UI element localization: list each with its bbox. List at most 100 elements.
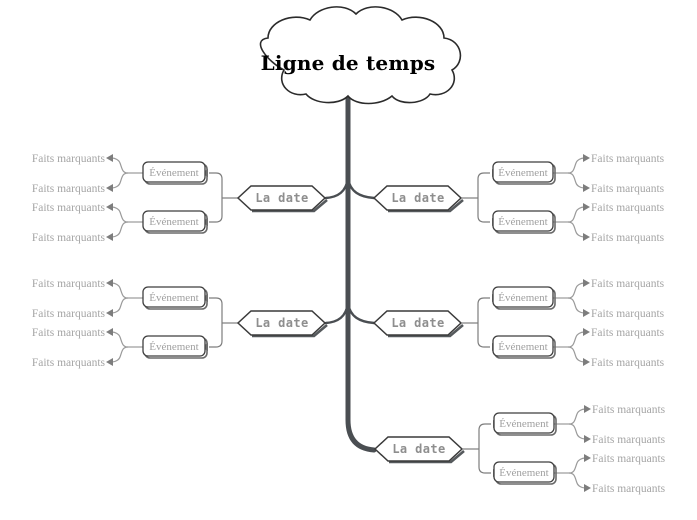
event-node-1r-a[interactable]: Événement xyxy=(492,161,556,185)
date-label-2l: La date xyxy=(255,316,308,330)
event-label-2r-b: Événement xyxy=(498,341,547,353)
date-hex-shadow-1r xyxy=(388,199,464,213)
fact-curve-3r-b2 xyxy=(568,472,586,489)
fact-curve-2l-a2 xyxy=(111,297,129,314)
event-label-2r-a: Événement xyxy=(498,292,547,304)
arrow-icon-2l-b2 xyxy=(106,358,113,366)
arrow-icon-1r-b1 xyxy=(583,203,590,211)
elbow-1l-b xyxy=(209,198,223,223)
fact-curve-3r-b1 xyxy=(568,457,586,474)
fact-label-2r-a1: Faits marquants xyxy=(591,278,665,290)
elbow-1r-a xyxy=(477,172,490,198)
date-hex-2l xyxy=(236,310,327,336)
event-box-3r-b xyxy=(493,461,555,483)
elbow-2r-a xyxy=(477,297,490,323)
arrow-icon-2l-b1 xyxy=(106,328,113,336)
event-label-1l-b: Événement xyxy=(149,216,198,228)
date-hex-2r xyxy=(372,310,463,336)
root-cloud-node[interactable]: Ligne de temps xyxy=(259,6,462,105)
arrow-icon-2l-a2 xyxy=(106,309,113,317)
facts-connector-3r-a xyxy=(554,405,591,443)
fact-label-1r-a1: Faits marquants xyxy=(591,153,665,165)
event-box-2r-a xyxy=(492,286,554,308)
event-node-1l-b[interactable]: Événement xyxy=(142,210,208,234)
fact-curve-1l-a2 xyxy=(111,172,129,189)
event-box-2l-a xyxy=(142,286,206,308)
event-box-1r-b xyxy=(492,210,554,232)
event-box-1l-a xyxy=(142,161,206,183)
date-hex-shadow-2l xyxy=(252,324,328,338)
branch-1-right: Événement Événement La date Faits marqua… xyxy=(372,153,665,244)
date-hex-1l xyxy=(236,185,327,211)
fact-label-3r-b2: Faits marquants xyxy=(592,483,666,495)
facts-connector-1l-a xyxy=(106,154,143,192)
fact-curve-2l-b1 xyxy=(111,331,129,348)
date-node-1l[interactable]: La date xyxy=(236,185,328,213)
fork-curve-2-left xyxy=(324,301,350,325)
fact-label-2l-a1: Faits marquants xyxy=(32,278,106,290)
event-node-2r-a[interactable]: Événement xyxy=(492,286,556,310)
date-hex-1r xyxy=(372,185,463,211)
elbow-2r-b xyxy=(477,323,490,348)
fact-label-1l-a1: Faits marquants xyxy=(32,153,106,165)
facts-connector-1r-b xyxy=(553,203,590,241)
event-box-2l-b xyxy=(142,335,206,357)
arrow-icon-3r-a2 xyxy=(584,435,591,443)
event-box-1r-a xyxy=(492,161,554,183)
arrow-icon-1r-a1 xyxy=(583,154,590,162)
fact-label-1l-b2: Faits marquants xyxy=(32,232,106,244)
event-node-3r-a[interactable]: Événement xyxy=(493,412,557,436)
branch-1-left: Événement Événement La date Faits marqua… xyxy=(32,153,328,244)
fact-curve-2l-a1 xyxy=(111,282,129,299)
event-node-2r-b[interactable]: Événement xyxy=(492,335,556,359)
event-node-3r-b[interactable]: Événement xyxy=(493,461,557,485)
fact-curve-2l-b2 xyxy=(111,346,129,363)
date-label-2r: La date xyxy=(391,316,444,330)
fork-curve-1-right xyxy=(346,176,376,200)
date-hex-shadow-2r xyxy=(388,324,464,338)
fact-label-1r-b1: Faits marquants xyxy=(591,202,665,214)
arrow-icon-1l-b2 xyxy=(106,233,113,241)
date-hex-shadow-1l xyxy=(252,199,328,213)
fact-label-3r-a2: Faits marquants xyxy=(592,434,666,446)
arrow-icon-2r-a1 xyxy=(583,279,590,287)
fact-label-1l-a2: Faits marquants xyxy=(32,183,106,195)
fact-curve-1r-a1 xyxy=(567,157,585,174)
arrow-icon-3r-b1 xyxy=(584,454,591,462)
arrow-icon-3r-b2 xyxy=(584,484,591,492)
date-node-3r[interactable]: La date xyxy=(373,436,465,464)
fact-curve-2r-b2 xyxy=(567,346,585,363)
elbow-3r-a xyxy=(478,423,491,449)
arrow-icon-3r-a1 xyxy=(584,405,591,413)
fork-curve-2-right xyxy=(346,301,376,325)
fact-label-3r-b1: Faits marquants xyxy=(592,453,666,465)
date-node-1r[interactable]: La date xyxy=(372,185,464,213)
fact-label-2r-a2: Faits marquants xyxy=(591,308,665,320)
facts-connector-2r-b xyxy=(553,328,590,366)
event-node-1r-b[interactable]: Événement xyxy=(492,210,556,234)
fact-curve-1r-b2 xyxy=(567,221,585,238)
event-node-1l-a[interactable]: Événement xyxy=(142,161,208,185)
event-box-1l-b xyxy=(142,210,206,232)
root-title: Ligne de temps xyxy=(261,51,436,75)
date-node-2l[interactable]: La date xyxy=(236,310,328,338)
arrow-icon-1r-a2 xyxy=(583,184,590,192)
facts-connector-1r-a xyxy=(553,154,590,192)
facts-connector-1l-b xyxy=(106,203,143,241)
event-box-3r-a xyxy=(493,412,555,434)
arrow-icon-2r-b2 xyxy=(583,358,590,366)
fact-label-2l-a2: Faits marquants xyxy=(32,308,106,320)
fact-label-1r-b2: Faits marquants xyxy=(591,232,665,244)
fact-label-3r-a1: Faits marquants xyxy=(592,404,666,416)
fact-label-2l-b1: Faits marquants xyxy=(32,327,106,339)
event-label-2l-a: Événement xyxy=(149,292,198,304)
event-node-2l-a[interactable]: Événement xyxy=(142,286,208,310)
event-node-2l-b[interactable]: Événement xyxy=(142,335,208,359)
arrow-icon-1l-a2 xyxy=(106,184,113,192)
fact-curve-3r-a2 xyxy=(568,423,586,440)
branch-fork-curves xyxy=(324,176,376,325)
elbow-1r-b xyxy=(477,198,490,223)
elbow-1l-a xyxy=(209,172,223,198)
date-node-2r[interactable]: La date xyxy=(372,310,464,338)
